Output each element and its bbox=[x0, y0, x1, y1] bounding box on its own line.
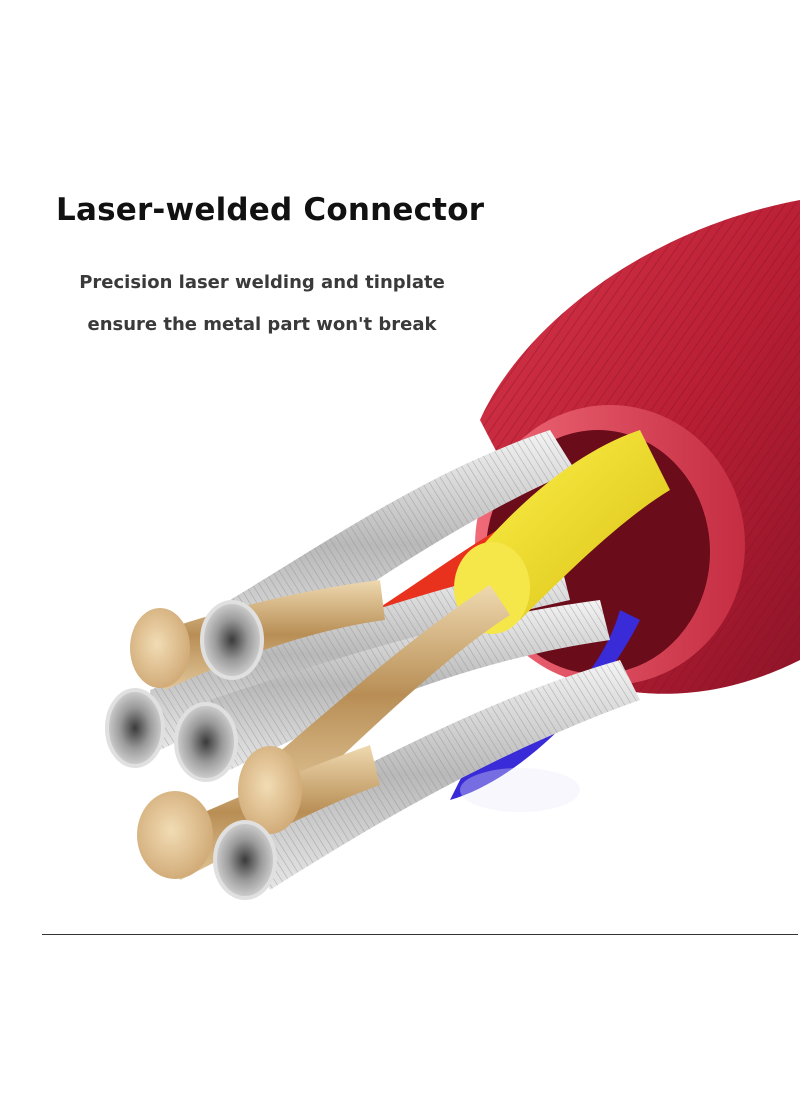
strand-end-caps bbox=[105, 600, 277, 900]
description-line-2: ensure the metal part won't break bbox=[87, 314, 437, 335]
bottom-divider bbox=[42, 934, 798, 935]
description-line-1: Precision laser welding and tinplate bbox=[79, 272, 445, 293]
conductor-end-caps bbox=[130, 608, 302, 879]
headline: Laser-welded Connector bbox=[56, 192, 485, 228]
